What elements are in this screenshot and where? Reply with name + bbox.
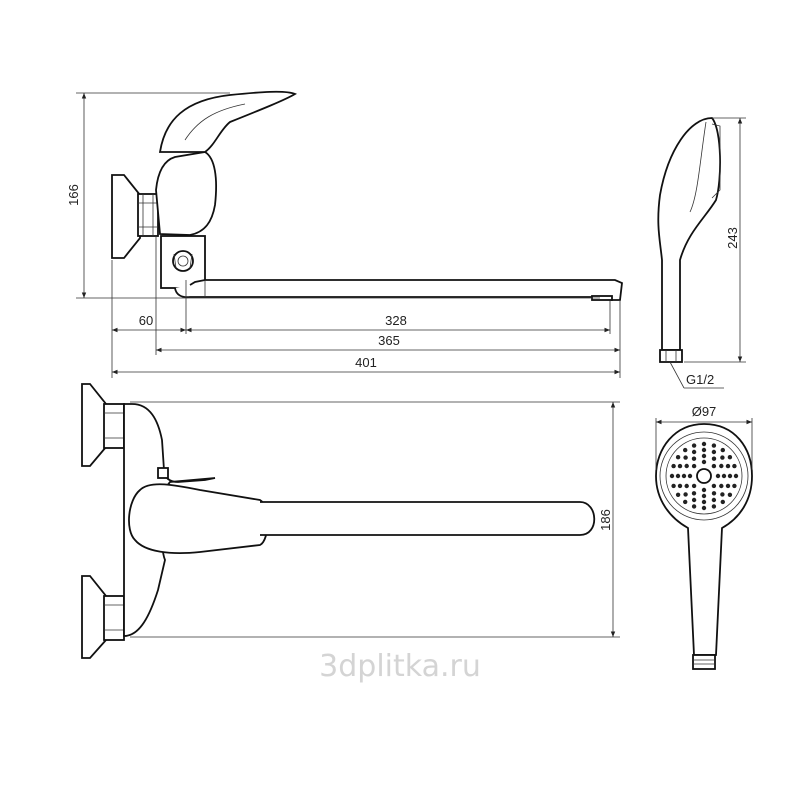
nozzle-dot: [711, 491, 717, 496]
dim-diameter: Ø97: [692, 404, 717, 419]
nozzle-dot: [711, 463, 717, 469]
nozzle-dot: [677, 463, 683, 469]
nozzle-dot: [671, 463, 676, 469]
nozzle-dot: [701, 499, 707, 505]
shower-head-front-view: [655, 423, 753, 670]
nozzle-dot: [701, 487, 707, 493]
nozzle-dot: [701, 493, 707, 499]
nozzle-dot: [691, 483, 697, 489]
nozzle-dot: [720, 499, 725, 505]
nozzle-dot: [719, 483, 724, 489]
dim-401: 401: [355, 355, 377, 370]
shower-head-dimensions: 243 G1/2: [669, 117, 746, 389]
nozzle-dot: [675, 455, 681, 460]
dim-186: 186: [598, 509, 613, 531]
nozzle-dot: [687, 473, 693, 479]
nozzle-dot: [684, 463, 689, 469]
nozzle-dot: [675, 473, 681, 479]
dim-60: 60: [139, 313, 153, 328]
faucet-top-view: [81, 383, 596, 659]
nozzle-dot: [691, 497, 697, 503]
shower-diameter-dimension: Ø97: [655, 404, 753, 470]
nozzle-dot: [691, 456, 697, 461]
nozzle-dot: [725, 463, 731, 469]
nozzle-dot: [719, 463, 724, 469]
top-view-dimensions: 186: [130, 401, 620, 638]
dim-365: 365: [378, 333, 400, 348]
nozzle-dot: [701, 441, 707, 447]
nozzle-dot: [711, 497, 717, 503]
side-view-dimensions: 166 60 328 365 401: [66, 92, 621, 378]
nozzle-dot: [701, 459, 707, 465]
nozzle-dot: [720, 447, 725, 453]
nozzle-dot: [721, 473, 727, 479]
shower-nozzles: [669, 441, 739, 511]
nozzle-dot: [675, 492, 681, 497]
nozzle-dot: [683, 455, 688, 460]
nozzle-dot: [701, 453, 707, 459]
nozzle-dot: [711, 504, 717, 509]
nozzle-dot: [684, 483, 689, 489]
nozzle-dot: [683, 447, 688, 453]
dim-243: 243: [725, 227, 740, 249]
dim-328: 328: [385, 313, 407, 328]
nozzle-dot: [720, 492, 725, 497]
nozzle-dot: [727, 473, 733, 479]
shower-head-side-view: [657, 117, 721, 363]
nozzle-dot: [720, 455, 725, 460]
nozzle-dot: [681, 473, 687, 479]
nozzle-dot: [683, 499, 688, 505]
nozzle-dot: [691, 443, 697, 448]
nozzle-dot: [711, 443, 717, 448]
nozzle-dot: [677, 483, 683, 489]
nozzle-dot: [683, 492, 688, 497]
nozzle-dot: [733, 473, 739, 479]
nozzle-dot: [701, 447, 707, 453]
nozzle-dot: [732, 483, 737, 489]
nozzle-dot: [711, 483, 717, 489]
nozzle-dot: [701, 505, 707, 511]
nozzle-dot: [691, 449, 697, 455]
thread-label: G1/2: [686, 372, 714, 387]
nozzle-dot: [727, 492, 733, 497]
nozzle-dot: [691, 491, 697, 496]
nozzle-dot: [711, 449, 717, 455]
nozzle-dot: [669, 473, 675, 479]
nozzle-dot: [691, 463, 697, 469]
nozzle-dot: [725, 483, 731, 489]
nozzle-dot: [671, 483, 676, 489]
nozzle-dot: [727, 455, 733, 460]
nozzle-dot: [691, 504, 697, 509]
nozzle-dot: [732, 463, 737, 469]
dim-166: 166: [66, 184, 81, 206]
watermark: 3dplitka.ru: [319, 649, 481, 684]
nozzle-dot: [711, 456, 717, 461]
faucet-side-view: [111, 90, 623, 301]
nozzle-dot: [715, 473, 721, 479]
